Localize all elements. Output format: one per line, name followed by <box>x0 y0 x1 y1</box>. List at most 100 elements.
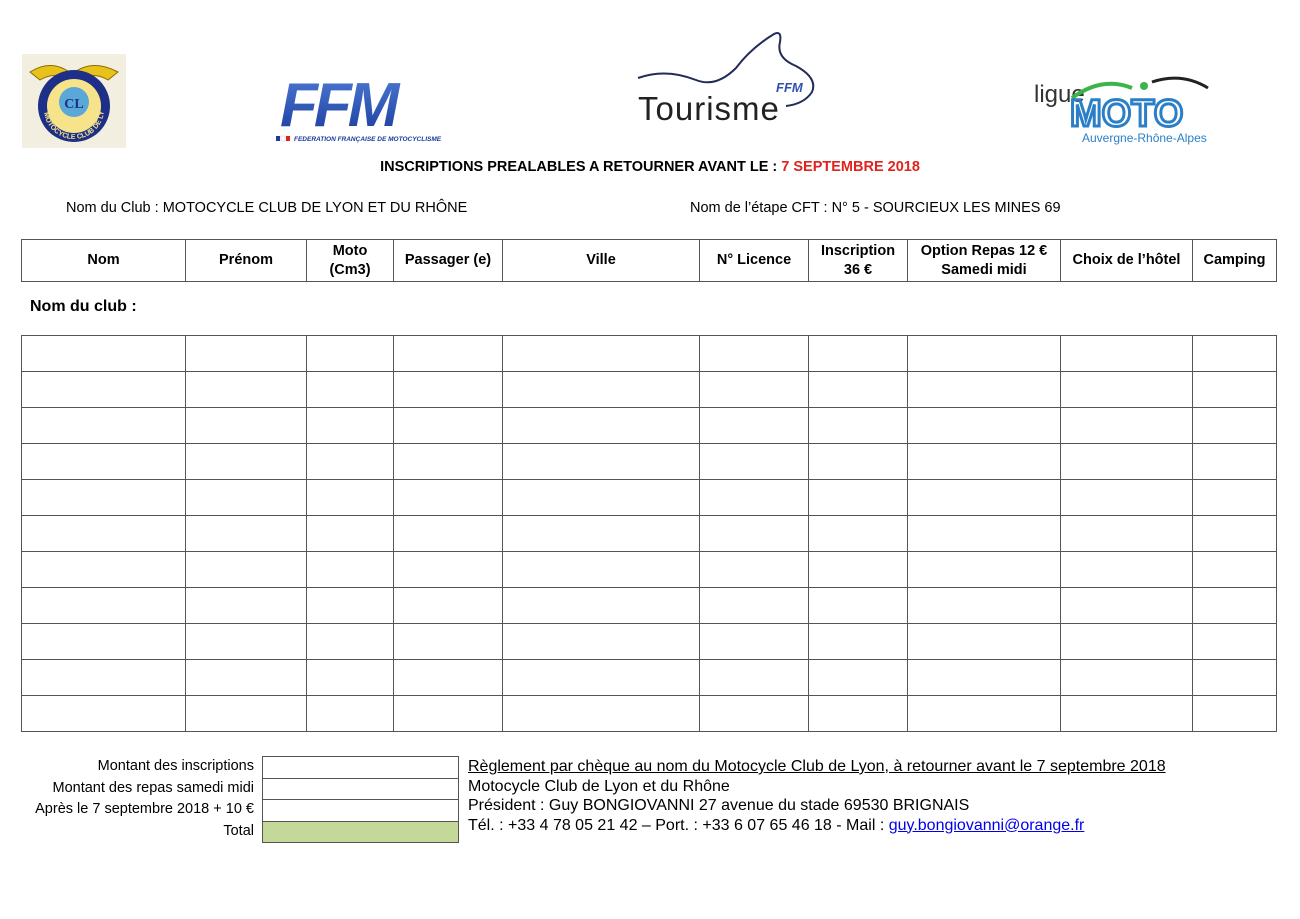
table-cell[interactable] <box>1192 335 1277 372</box>
table-cell[interactable] <box>808 695 908 732</box>
table-cell[interactable] <box>1192 479 1277 516</box>
table-cell[interactable] <box>306 407 394 444</box>
table-cell[interactable] <box>502 407 700 444</box>
table-cell[interactable] <box>502 335 700 372</box>
table-cell[interactable] <box>393 371 503 408</box>
amount-inscriptions-field[interactable] <box>262 756 459 778</box>
table-cell[interactable] <box>1192 371 1277 408</box>
table-cell[interactable] <box>502 479 700 516</box>
table-cell[interactable] <box>907 515 1061 552</box>
table-cell[interactable] <box>185 623 307 660</box>
table-cell[interactable] <box>21 335 186 372</box>
table-cell[interactable] <box>306 515 394 552</box>
table-cell[interactable] <box>21 659 186 696</box>
table-cell[interactable] <box>699 407 809 444</box>
table-cell[interactable] <box>1060 443 1193 480</box>
table-cell[interactable] <box>699 695 809 732</box>
table-cell[interactable] <box>1060 335 1193 372</box>
amount-total-field[interactable] <box>262 820 459 843</box>
table-cell[interactable] <box>393 623 503 660</box>
table-cell[interactable] <box>907 623 1061 660</box>
table-cell[interactable] <box>502 695 700 732</box>
table-cell[interactable] <box>306 695 394 732</box>
table-cell[interactable] <box>907 551 1061 588</box>
table-cell[interactable] <box>306 551 394 588</box>
table-cell[interactable] <box>1192 623 1277 660</box>
table-cell[interactable] <box>21 515 186 552</box>
table-cell[interactable] <box>907 443 1061 480</box>
table-cell[interactable] <box>808 623 908 660</box>
table-cell[interactable] <box>808 515 908 552</box>
table-cell[interactable] <box>21 587 186 624</box>
table-cell[interactable] <box>1060 515 1193 552</box>
table-cell[interactable] <box>21 443 186 480</box>
table-cell[interactable] <box>185 659 307 696</box>
table-cell[interactable] <box>502 443 700 480</box>
table-cell[interactable] <box>21 623 186 660</box>
table-cell[interactable] <box>699 587 809 624</box>
table-cell[interactable] <box>185 515 307 552</box>
table-cell[interactable] <box>907 695 1061 732</box>
table-cell[interactable] <box>1192 587 1277 624</box>
table-cell[interactable] <box>907 371 1061 408</box>
table-cell[interactable] <box>1192 551 1277 588</box>
table-cell[interactable] <box>185 407 307 444</box>
table-cell[interactable] <box>808 587 908 624</box>
table-cell[interactable] <box>185 695 307 732</box>
table-cell[interactable] <box>1192 695 1277 732</box>
table-cell[interactable] <box>699 551 809 588</box>
table-cell[interactable] <box>907 407 1061 444</box>
table-cell[interactable] <box>306 659 394 696</box>
table-cell[interactable] <box>907 479 1061 516</box>
table-cell[interactable] <box>907 587 1061 624</box>
table-cell[interactable] <box>1192 443 1277 480</box>
table-cell[interactable] <box>185 371 307 408</box>
table-cell[interactable] <box>393 659 503 696</box>
table-cell[interactable] <box>21 551 186 588</box>
table-cell[interactable] <box>185 551 307 588</box>
table-cell[interactable] <box>1060 551 1193 588</box>
table-cell[interactable] <box>21 407 186 444</box>
table-cell[interactable] <box>502 587 700 624</box>
table-cell[interactable] <box>393 407 503 444</box>
table-cell[interactable] <box>185 443 307 480</box>
table-cell[interactable] <box>1060 371 1193 408</box>
table-cell[interactable] <box>306 371 394 408</box>
table-cell[interactable] <box>306 587 394 624</box>
table-cell[interactable] <box>185 587 307 624</box>
table-cell[interactable] <box>808 371 908 408</box>
table-cell[interactable] <box>21 371 186 408</box>
table-cell[interactable] <box>185 479 307 516</box>
amount-meals-field[interactable] <box>262 777 459 799</box>
table-cell[interactable] <box>699 443 809 480</box>
table-cell[interactable] <box>907 659 1061 696</box>
table-cell[interactable] <box>502 515 700 552</box>
table-cell[interactable] <box>21 695 186 732</box>
table-cell[interactable] <box>907 335 1061 372</box>
table-cell[interactable] <box>393 443 503 480</box>
table-cell[interactable] <box>393 479 503 516</box>
table-cell[interactable] <box>185 335 307 372</box>
table-cell[interactable] <box>1060 479 1193 516</box>
table-cell[interactable] <box>699 479 809 516</box>
table-cell[interactable] <box>306 335 394 372</box>
table-cell[interactable] <box>1060 587 1193 624</box>
table-cell[interactable] <box>699 515 809 552</box>
table-cell[interactable] <box>1192 659 1277 696</box>
table-cell[interactable] <box>699 371 809 408</box>
table-cell[interactable] <box>1060 659 1193 696</box>
table-cell[interactable] <box>306 623 394 660</box>
table-cell[interactable] <box>393 551 503 588</box>
table-cell[interactable] <box>393 515 503 552</box>
table-cell[interactable] <box>393 587 503 624</box>
table-cell[interactable] <box>502 623 700 660</box>
table-cell[interactable] <box>502 659 700 696</box>
table-cell[interactable] <box>808 443 908 480</box>
table-cell[interactable] <box>306 479 394 516</box>
table-cell[interactable] <box>808 407 908 444</box>
table-cell[interactable] <box>808 479 908 516</box>
amount-late-fee-field[interactable] <box>262 799 459 821</box>
email-link[interactable]: guy.bongiovanni@orange.fr <box>888 816 1085 834</box>
table-cell[interactable] <box>808 335 908 372</box>
table-cell[interactable] <box>502 551 700 588</box>
